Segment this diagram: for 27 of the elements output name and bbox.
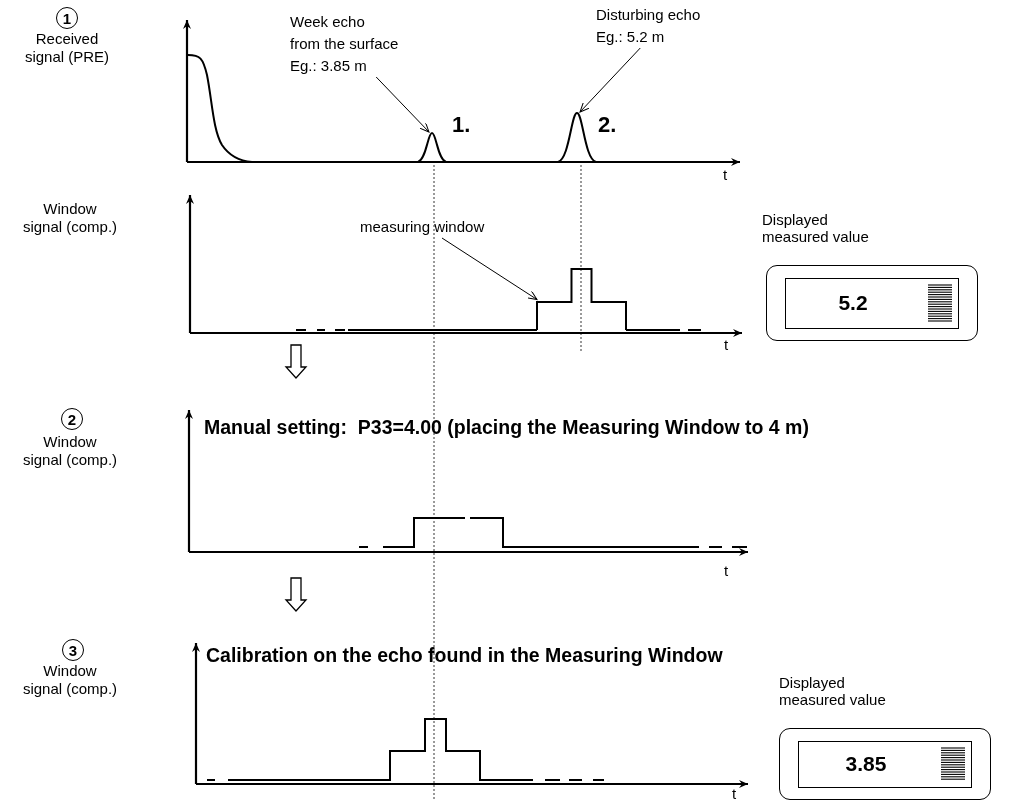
peak-number: 1. xyxy=(452,112,471,138)
axis-label: t xyxy=(723,166,728,184)
signal-label: Window signal (comp.) xyxy=(21,200,119,236)
step-number: 1 xyxy=(56,7,78,29)
signal-label: Window signal (comp.) xyxy=(21,662,119,698)
annotation-text: measuring window xyxy=(360,216,490,238)
peak-number: 2. xyxy=(598,112,617,138)
measured-value: 3.85 xyxy=(844,752,888,776)
leader-line xyxy=(579,47,641,113)
axis-label: t xyxy=(724,562,729,580)
step-number: 3 xyxy=(62,639,84,661)
axis-label: t xyxy=(732,785,737,803)
axis-label: t xyxy=(724,336,729,354)
display-panel xyxy=(779,728,991,800)
measured-value: 5.2 xyxy=(837,291,869,315)
display-panel xyxy=(766,265,978,341)
signal-label: Received signal (PRE) xyxy=(23,30,111,66)
step-number: 2 xyxy=(61,408,83,430)
display-caption: Displayed measured value xyxy=(779,674,887,708)
annotation-text: Disturbing echo Eg.: 5.2 m xyxy=(596,4,726,48)
setting-note: Manual setting: P33=4.00 (placing the Measuring Window to 4 m) xyxy=(204,416,809,440)
display-caption: Displayed measured value xyxy=(762,211,870,245)
signal-label: Window signal (comp.) xyxy=(21,433,119,469)
leader-line xyxy=(375,76,430,133)
annotation-text: Week echo from the surface Eg.: 3.85 m xyxy=(290,11,399,77)
panel-heading: Calibration on the echo found in the Measuring Window xyxy=(206,644,723,668)
leader-line xyxy=(441,237,538,300)
